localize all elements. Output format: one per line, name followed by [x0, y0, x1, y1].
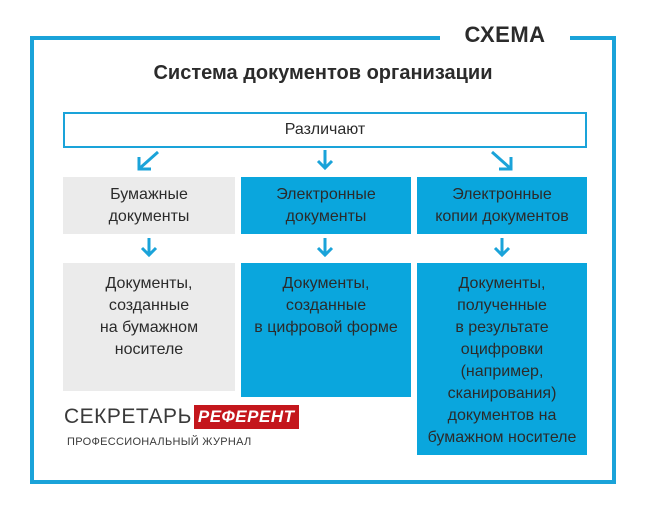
arrow-paper-down — [140, 238, 158, 258]
content-electronic-text: Документы, созданные в цифровой форме — [254, 275, 398, 336]
top-label: Различают — [284, 121, 366, 138]
content-electronic: Документы, созданные в цифровой форме — [241, 263, 411, 397]
logo-subtitle: ПРОФЕССИОНАЛЬНЫЙ ЖУРНАЛ — [67, 436, 252, 448]
logo-left-text: СЕКРЕТАРЬ — [64, 405, 192, 428]
header-electronic-label: Электронные документы — [276, 185, 376, 225]
header-electronic: Электронные документы — [241, 177, 411, 234]
arrow-copies-down — [493, 238, 511, 258]
publisher-logo: СЕКРЕТАРЬ РЕФЕРЕНТ ПРОФЕССИОНАЛЬНЫЙ ЖУРН… — [60, 398, 299, 458]
arrow-to-paper — [137, 150, 159, 171]
content-paper: Документы, созданные на бумажном носител… — [63, 263, 235, 391]
header-copies: Электронные копии документов — [417, 177, 587, 234]
top-box: Различают — [63, 112, 587, 148]
arrow-to-electronic — [316, 150, 334, 171]
arrow-to-copies — [491, 150, 513, 171]
content-copies-text: Документы, полученные в результате оцифр… — [427, 275, 577, 446]
logo-wordmark: СЕКРЕТАРЬ РЕФЕРЕНТ — [64, 404, 299, 430]
header-paper-label: Бумажные документы — [108, 185, 190, 225]
logo-right-text: РЕФЕРЕНТ — [193, 405, 299, 429]
section-tag: СХЕМА — [440, 18, 570, 52]
header-copies-label: Электронные копии документов — [435, 185, 569, 225]
arrow-electronic-down — [316, 238, 334, 258]
diagram-frame — [30, 36, 616, 484]
content-copies: Документы, полученные в результате оцифр… — [417, 263, 587, 455]
diagram-title: Система документов организации — [153, 62, 493, 84]
header-paper: Бумажные документы — [63, 177, 235, 234]
content-paper-text: Документы, созданные на бумажном носител… — [99, 275, 199, 358]
